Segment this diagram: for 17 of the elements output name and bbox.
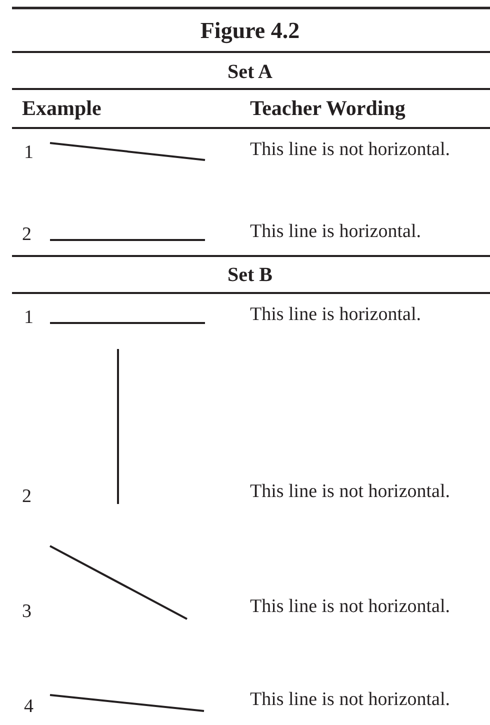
row-number: 3	[22, 602, 32, 621]
teacher-wording: This line is not horizontal.	[250, 690, 450, 709]
column-header: Example	[22, 98, 102, 119]
set-heading: Set B	[228, 265, 272, 285]
teacher-wording: This line is not horizontal.	[250, 597, 450, 616]
teacher-wording: This line is not horizontal.	[250, 482, 450, 501]
row-number: 1	[24, 143, 34, 162]
row-number: 2	[22, 487, 32, 506]
teacher-wording: This line is not horizontal.	[250, 140, 450, 159]
set-heading: Set A	[228, 62, 272, 82]
teacher-wording: This line is horizontal.	[250, 305, 421, 324]
row-number: 2	[22, 225, 32, 244]
row-number: 1	[24, 308, 34, 327]
figure-title: Figure 4.2	[200, 19, 300, 42]
teacher-wording: This line is horizontal.	[250, 222, 421, 241]
column-header: Teacher Wording	[250, 98, 406, 119]
row-number: 4	[24, 697, 34, 716]
